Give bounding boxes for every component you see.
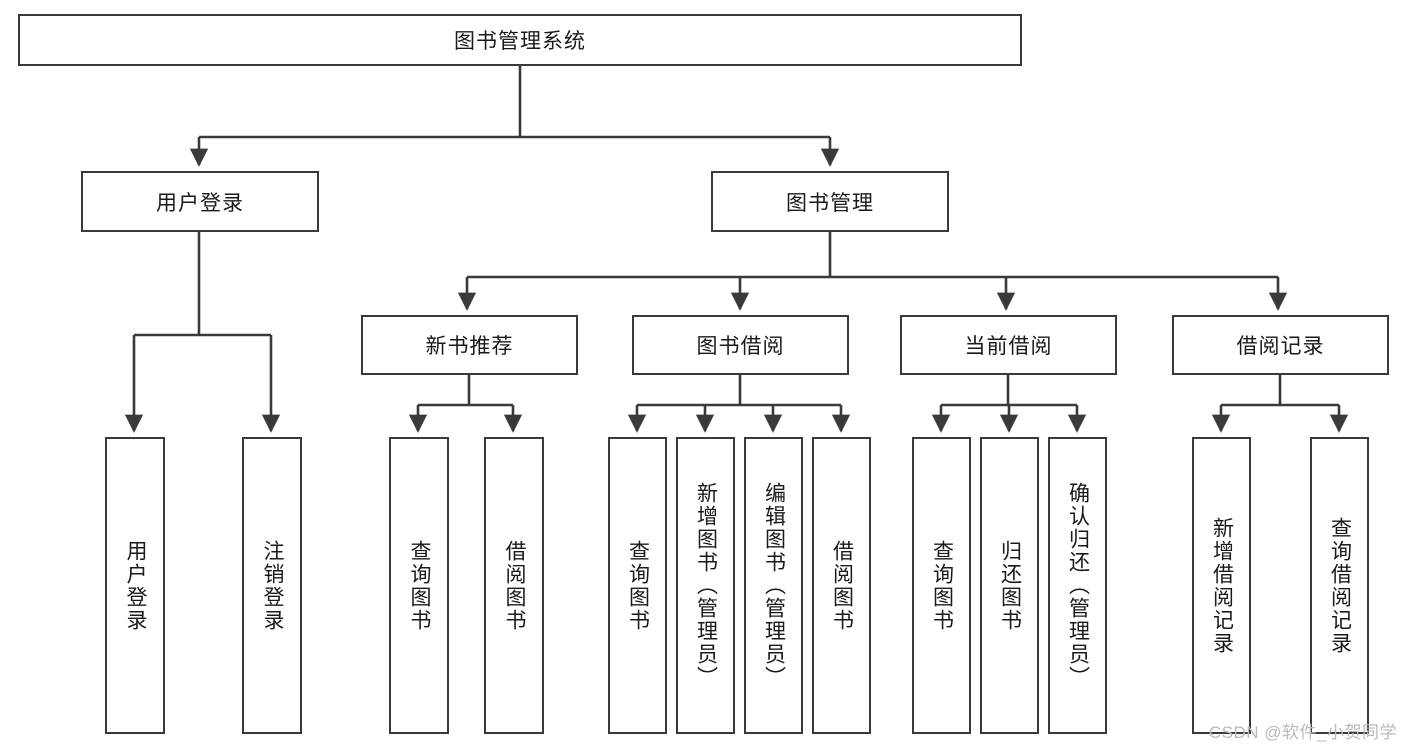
node-user-login-label: 用户登录 <box>156 191 244 215</box>
node-leaf-book-borrow-4-label: 借阅图书 <box>830 539 854 632</box>
node-leaf-current-borrow-2-label: 归还图书 <box>998 539 1022 632</box>
node-leaf-user-login-1[interactable]: 用户登录 <box>105 437 165 734</box>
node-leaf-book-borrow-2-label: 新增图书（管理员） <box>694 482 718 689</box>
node-leaf-borrow-record-1[interactable]: 新增借阅记录 <box>1192 437 1251 734</box>
node-user-login[interactable]: 用户登录 <box>81 171 319 232</box>
node-leaf-current-borrow-1-label: 查询图书 <box>930 539 954 632</box>
node-leaf-current-borrow-2[interactable]: 归还图书 <box>980 437 1039 734</box>
node-leaf-book-borrow-1-label: 查询图书 <box>626 539 650 632</box>
node-book-borrow[interactable]: 图书借阅 <box>632 315 849 375</box>
node-leaf-book-borrow-3[interactable]: 编辑图书（管理员） <box>744 437 803 734</box>
node-leaf-borrow-record-1-label: 新增借阅记录 <box>1210 516 1234 655</box>
node-book-management-label: 图书管理 <box>786 191 874 215</box>
node-book-management[interactable]: 图书管理 <box>711 171 949 232</box>
node-leaf-new-book-2-label: 借阅图书 <box>503 539 527 632</box>
node-root[interactable]: 图书管理系统 <box>18 14 1022 66</box>
node-leaf-new-book-2[interactable]: 借阅图书 <box>484 437 544 734</box>
node-leaf-current-borrow-3-label: 确认归还（管理员） <box>1066 482 1090 689</box>
node-leaf-new-book-1-label: 查询图书 <box>408 539 432 632</box>
node-leaf-book-borrow-2[interactable]: 新增图书（管理员） <box>676 437 735 734</box>
node-leaf-borrow-record-2-label: 查询借阅记录 <box>1328 516 1352 655</box>
node-leaf-current-borrow-1[interactable]: 查询图书 <box>912 437 971 734</box>
node-current-borrow-label: 当前借阅 <box>964 335 1053 358</box>
node-borrow-record-label: 借阅记录 <box>1236 335 1325 358</box>
node-leaf-user-login-2[interactable]: 注销登录 <box>242 437 302 734</box>
node-leaf-user-login-1-label: 用户登录 <box>124 539 148 632</box>
node-leaf-book-borrow-3-label: 编辑图书（管理员） <box>762 482 786 689</box>
node-leaf-user-login-2-label: 注销登录 <box>261 539 285 632</box>
node-borrow-record[interactable]: 借阅记录 <box>1172 315 1389 375</box>
node-current-borrow[interactable]: 当前借阅 <box>900 315 1117 375</box>
node-book-borrow-label: 图书借阅 <box>696 335 785 358</box>
node-new-book-recommend-label: 新书推荐 <box>425 335 514 358</box>
node-leaf-new-book-1[interactable]: 查询图书 <box>389 437 449 734</box>
node-leaf-book-borrow-4[interactable]: 借阅图书 <box>812 437 871 734</box>
node-root-label: 图书管理系统 <box>454 30 586 53</box>
node-new-book-recommend[interactable]: 新书推荐 <box>361 315 578 375</box>
node-leaf-current-borrow-3[interactable]: 确认归还（管理员） <box>1048 437 1107 734</box>
node-leaf-book-borrow-1[interactable]: 查询图书 <box>608 437 667 734</box>
node-leaf-borrow-record-2[interactable]: 查询借阅记录 <box>1310 437 1369 734</box>
